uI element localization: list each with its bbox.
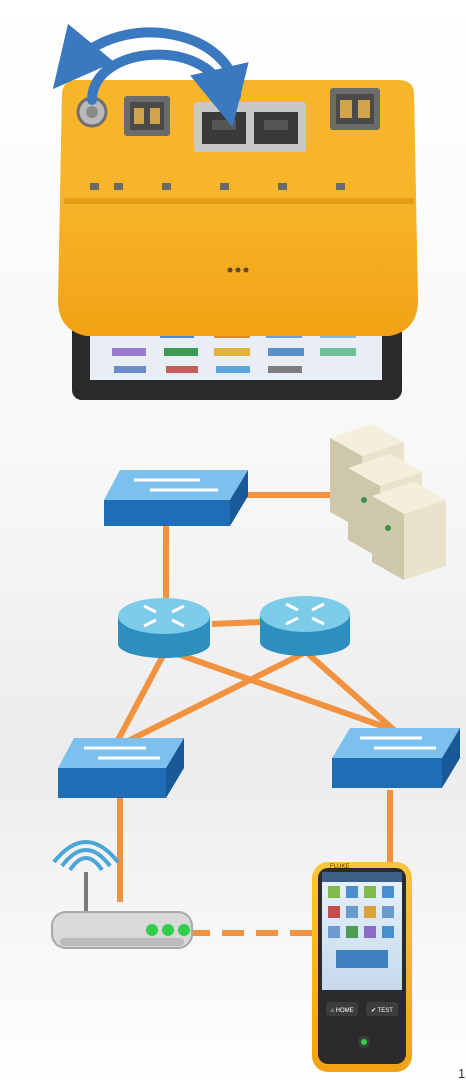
router-left <box>118 598 210 658</box>
link-router-left-switch-left <box>115 648 169 742</box>
link-router-left-router-right <box>211 619 263 627</box>
handheld-tester: ⌂ HOME ✔ TEST FLUKE <box>312 862 412 1072</box>
router-right <box>260 596 350 656</box>
tester-status-bar <box>322 872 402 882</box>
server-stack <box>330 424 446 580</box>
device-dots <box>227 267 249 273</box>
wifi-signal-icon <box>52 840 120 872</box>
port-leds <box>90 183 345 190</box>
switch-right <box>332 728 460 788</box>
switch-top <box>104 470 248 526</box>
tester-screen-icons <box>328 886 394 968</box>
swap-arrows <box>52 23 249 128</box>
link-router-right-switch-right <box>304 649 396 733</box>
wireless-access-point <box>51 840 193 949</box>
link-router-right-switch-left <box>124 649 308 745</box>
link-router-left-switch-right <box>165 647 389 731</box>
tester-device-top-view <box>58 80 418 400</box>
tester-test-button: ✔ TEST <box>371 1008 393 1014</box>
page-number: 1 <box>458 1066 465 1081</box>
tester-home-button: ⌂ HOME <box>330 1008 353 1014</box>
switch-left <box>58 738 184 798</box>
server-front <box>372 482 446 580</box>
tester-brand: FLUKE <box>330 864 349 870</box>
